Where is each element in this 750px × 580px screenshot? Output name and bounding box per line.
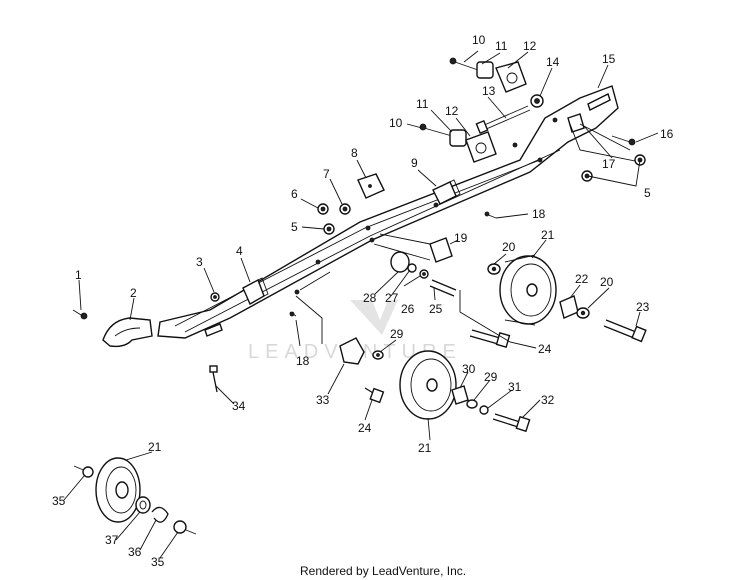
callout-36: 36: [128, 545, 142, 559]
callout-11b: 11: [495, 39, 508, 53]
callout-2: 2: [130, 286, 137, 300]
callout-6: 6: [291, 187, 298, 201]
callout-21b: 21: [418, 441, 432, 455]
callout-5a: 5: [291, 220, 298, 234]
nuts-front: [317, 203, 351, 235]
callout-21c: 21: [148, 440, 162, 454]
callout-5b: 5: [644, 186, 651, 200]
rail-tip: [102, 317, 153, 348]
callout-35a: 35: [52, 494, 66, 508]
callout-33: 33: [316, 393, 330, 407]
callout-37: 37: [105, 533, 119, 547]
callout-9: 9: [411, 156, 418, 170]
callout-18b: 18: [296, 354, 310, 368]
callout-26: 26: [401, 302, 415, 316]
upper-mount: [419, 57, 544, 163]
callout-34: 34: [232, 399, 246, 413]
callout-16: 16: [660, 127, 674, 141]
callout-21a: 21: [541, 228, 555, 242]
callout-13: 13: [482, 84, 496, 98]
footer-credit: Rendered by LeadVenture, Inc.: [300, 564, 466, 578]
callout-4: 4: [236, 244, 243, 258]
callout-30: 30: [462, 362, 476, 376]
bracket-8: [357, 173, 385, 199]
callout-10a: 10: [389, 116, 403, 130]
callout-24a: 24: [538, 342, 552, 356]
callout-19: 19: [454, 231, 468, 245]
callout-11a: 11: [416, 97, 429, 111]
callouts: 1 2 3 4 5 5 6 7 8 9 10 10 11 11 12 12 13…: [52, 33, 674, 569]
callout-25: 25: [429, 302, 443, 316]
callout-20a: 20: [502, 240, 516, 254]
callout-23: 23: [636, 300, 650, 314]
center-pivot: [373, 233, 453, 279]
callout-3: 3: [196, 255, 203, 269]
callout-24b: 24: [358, 421, 372, 435]
callout-29b: 29: [484, 370, 498, 384]
callout-27: 27: [385, 291, 399, 305]
callout-18a: 18: [532, 207, 546, 221]
leader-lines: [63, 50, 659, 559]
callout-7: 7: [323, 167, 330, 181]
callout-15: 15: [602, 52, 616, 66]
callout-31: 31: [508, 380, 522, 394]
callout-35b: 35: [151, 555, 165, 569]
callout-29a: 29: [390, 327, 404, 341]
bracket-4: [242, 277, 269, 305]
callout-17: 17: [602, 157, 616, 171]
callout-8: 8: [351, 146, 358, 160]
rear-hardware: [567, 113, 646, 182]
callout-32: 32: [541, 393, 555, 407]
callout-1: 1: [75, 268, 82, 282]
callout-28: 28: [363, 291, 377, 305]
callout-14: 14: [546, 55, 560, 69]
small-hardware: [72, 211, 497, 393]
callout-12a: 12: [445, 104, 459, 118]
callout-12b: 12: [523, 39, 537, 53]
bracket-9: [432, 179, 461, 205]
callout-22: 22: [575, 272, 589, 286]
lower-left-wheel-assembly: [73, 457, 197, 535]
slide-rail: [157, 85, 619, 339]
upper-idler-assembly: [429, 254, 647, 349]
callout-10b: 10: [472, 33, 486, 47]
callout-20b: 20: [600, 275, 614, 289]
